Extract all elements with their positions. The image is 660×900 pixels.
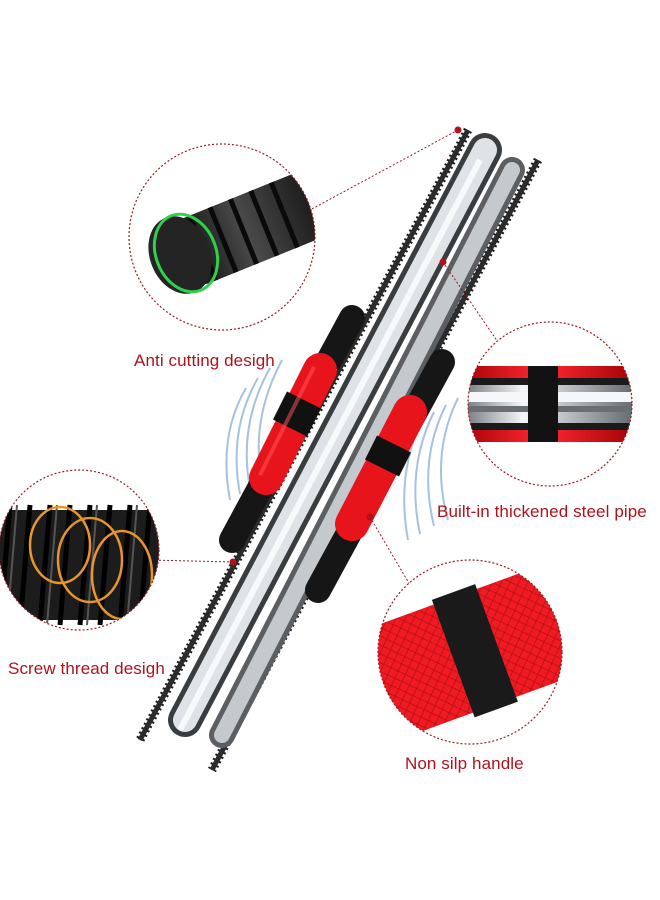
- right-handle: [305, 349, 455, 603]
- callout-screw-thread: [0, 469, 160, 631]
- leader-lines: [149, 129, 501, 586]
- callout-handle: [377, 559, 563, 745]
- steel-pipe-label: Built-in thickened steel pipe: [437, 502, 647, 521]
- left-handle: [219, 305, 365, 553]
- screw-thread-label: Screw thread desigh: [8, 659, 165, 678]
- steel-pipe-right: [209, 157, 525, 748]
- callout-steel-pipe: [467, 321, 633, 487]
- motion-lines: [225, 359, 459, 541]
- callout-anti-cutting: [128, 143, 316, 331]
- steel-pipe-left: [168, 133, 502, 737]
- anti-cutting-label: Anti cutting desigh: [134, 351, 275, 370]
- handle-label: Non silp handle: [405, 754, 524, 773]
- leader-dots: [229, 126, 462, 566]
